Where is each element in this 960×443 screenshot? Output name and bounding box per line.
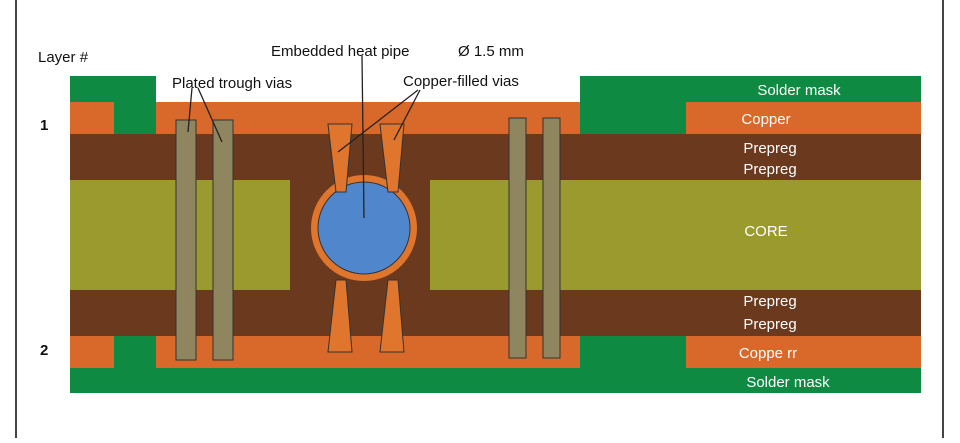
leader-copper-via-2 <box>393 89 421 141</box>
solder-mask-top-gap <box>114 102 156 134</box>
plated-via-4 <box>542 117 561 359</box>
solder-mask-bottom <box>70 368 921 393</box>
copper-bottom-right <box>686 336 921 368</box>
diameter-label: Ø 1.5 mm <box>458 43 524 60</box>
plated-via-2 <box>212 119 234 361</box>
plated-vias-label: Plated trough vias <box>172 75 292 92</box>
leader-heat-pipe <box>361 55 365 219</box>
solder-mask-top-left <box>70 76 156 103</box>
copper-filled-via-bottom-left <box>327 279 353 353</box>
solder-mask-top-right <box>580 76 921 103</box>
solder-mask-bottom-gap <box>114 336 156 368</box>
solder-mask-top-label: Solder mask <box>757 82 841 99</box>
heat-pipe-label: Embedded heat pipe <box>271 43 409 60</box>
prepreg-4-label: Prepreg <box>743 316 796 333</box>
core-layer <box>70 180 921 290</box>
solder-mask-bottom-label: Solder mask <box>746 374 830 391</box>
layer-header-label: Layer # <box>38 49 89 66</box>
leader-plated-via-1 <box>187 87 193 133</box>
copper-top-left-pad <box>70 102 114 134</box>
layer-2-label: 2 <box>40 342 48 359</box>
layer-1-label: 1 <box>40 117 48 134</box>
solder-mask-bottom-right-gap <box>580 336 686 368</box>
copper-filled-via-top-left <box>327 123 353 193</box>
prepreg-3-label: Prepreg <box>743 293 796 310</box>
plated-via-3 <box>508 117 527 359</box>
copper-bottom-label: Coppe rr <box>739 345 797 362</box>
core-label: CORE <box>744 223 787 240</box>
copper-filled-vias-label: Copper-filled vias <box>403 73 519 90</box>
copper-filled-via-top-right <box>379 123 405 193</box>
solder-mask-top-right-gap <box>580 102 686 134</box>
copper-filled-via-bottom-right <box>379 279 405 353</box>
copper-bottom-left-pad <box>70 336 114 368</box>
prepreg-top-layer <box>70 134 921 180</box>
plated-via-1 <box>175 119 197 361</box>
copper-top-label: Copper <box>741 111 790 128</box>
prepreg-1-label: Prepreg <box>743 140 796 157</box>
leader-plated-via-2 <box>197 87 223 143</box>
copper-top-right <box>686 102 921 134</box>
leader-copper-via-1 <box>337 89 419 153</box>
prepreg-bottom-layer <box>70 290 921 336</box>
prepreg-2-label: Prepreg <box>743 161 796 178</box>
